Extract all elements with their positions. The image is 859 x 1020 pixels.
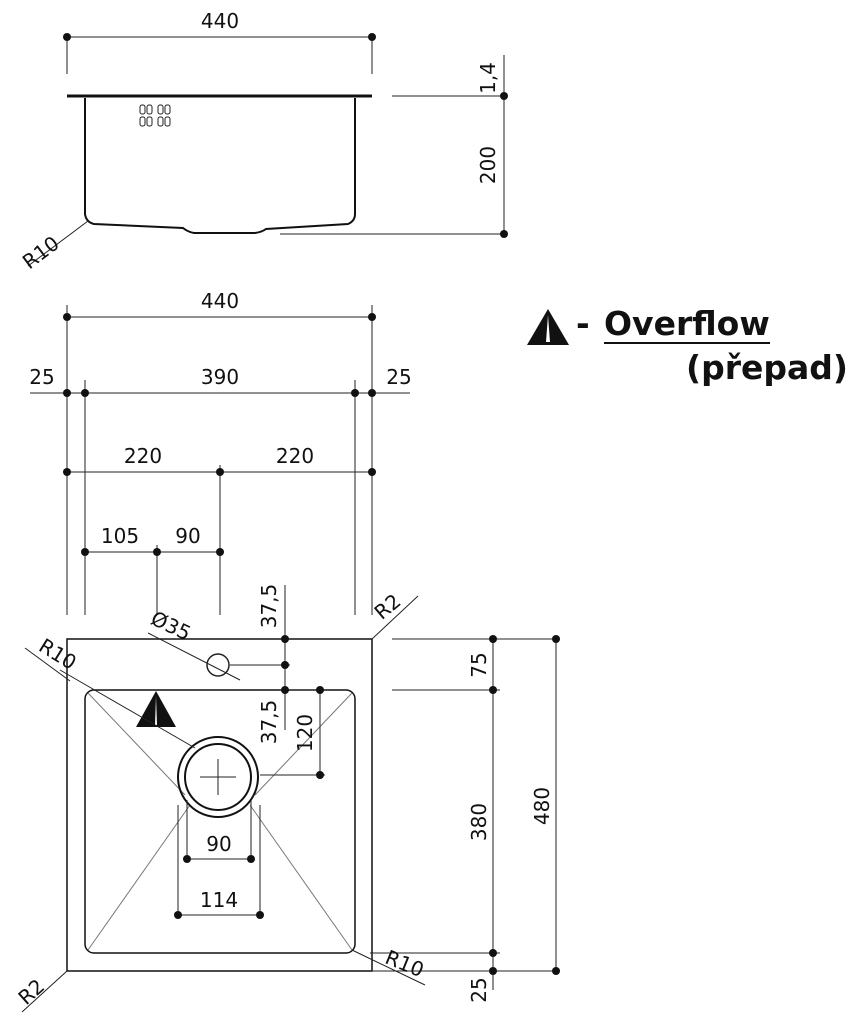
radius-top-right-label: R2	[370, 589, 406, 624]
half-right-label: 220	[276, 444, 314, 468]
legend-subtitle: (přepad)	[686, 348, 848, 387]
side-view: 440 1,4 200 R10	[18, 9, 508, 274]
inner-width-label: 390	[201, 365, 239, 389]
legend-dash: -	[576, 304, 590, 343]
overflow-slots	[139, 104, 171, 127]
overflow-marker-icon	[136, 691, 176, 727]
top-view: 440 25 390 25 220 220 105 90	[13, 289, 560, 1013]
side-radius-label: R10	[18, 231, 64, 274]
overflow-legend: - Overflow (přepad)	[526, 306, 856, 396]
bottom-margin-label: 25	[467, 977, 491, 1002]
top-margin-label: 75	[467, 652, 491, 677]
radius-bottom-left-label: R2	[13, 974, 49, 1010]
offset-a-label: 105	[101, 524, 139, 548]
half-left-label: 220	[124, 444, 162, 468]
inner-depth-label: 380	[467, 803, 491, 841]
legend-title: Overflow	[604, 304, 770, 344]
tap-pos-bottom-label: 37,5	[257, 700, 281, 745]
total-depth-label: 480	[530, 787, 554, 825]
top-width-label: 440	[201, 289, 239, 313]
left-margin-label: 25	[29, 365, 54, 389]
side-rim-label: 1,4	[476, 62, 500, 94]
drain-offset-label: 120	[293, 714, 317, 752]
warning-triangle-icon	[527, 309, 569, 345]
side-depth-label: 200	[476, 146, 500, 184]
radius-bottom-right-label: R10	[382, 945, 427, 982]
side-width-label: 440	[201, 9, 239, 33]
drain-outer-label: 114	[200, 888, 238, 912]
offset-b-label: 90	[175, 524, 200, 548]
right-margin-label: 25	[386, 365, 411, 389]
tap-pos-top-label: 37,5	[257, 584, 281, 629]
drain-inner-label: 90	[206, 832, 231, 856]
